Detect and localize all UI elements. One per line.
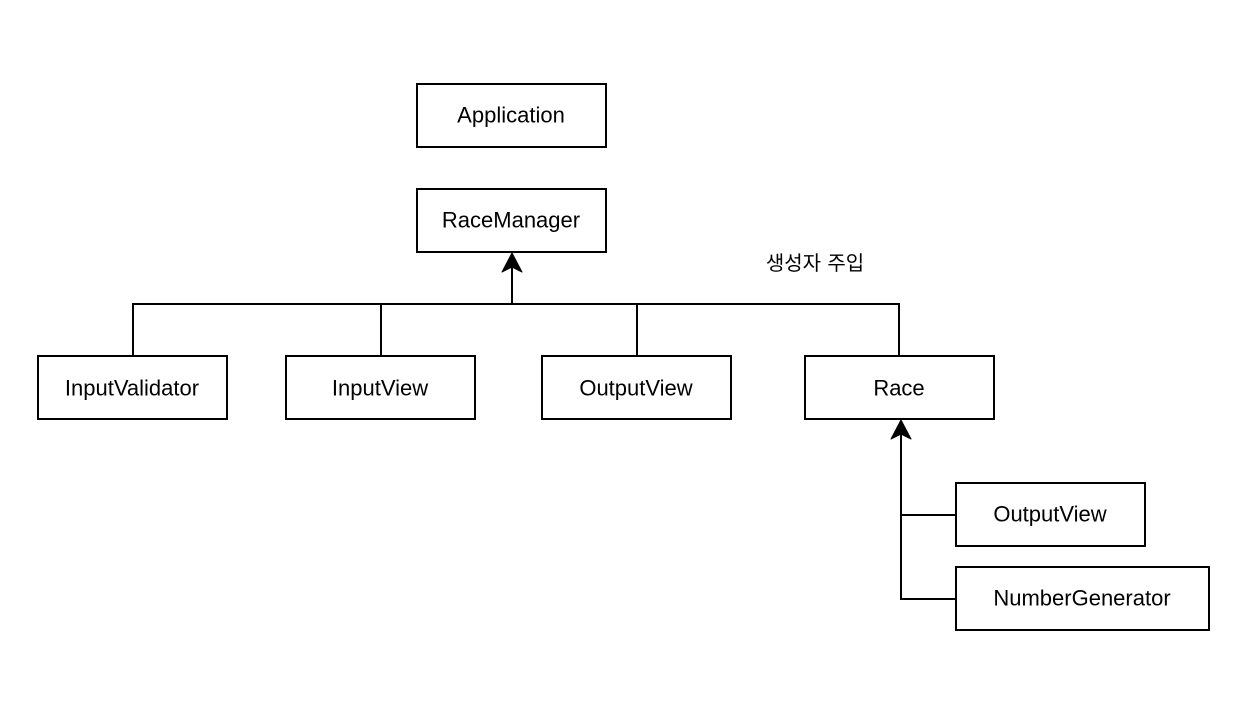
node-label: OutputView [579,376,692,401]
node-label: Application [457,103,565,128]
node-box [416,188,607,253]
edge-race-to-race-manager [512,303,900,356]
edge-input-validator-to-race-manager [132,258,513,356]
node-application[interactable]: Application [416,83,607,148]
node-box [37,355,228,420]
arrowhead-race [890,419,912,440]
node-box [804,355,995,420]
node-box [285,355,476,420]
node-box [541,355,732,420]
node-input-validator[interactable]: InputValidator [37,355,228,420]
node-number-generator[interactable]: NumberGenerator [955,566,1210,631]
edge-output-view-to-race-manager [512,303,638,356]
edge-number-generator-to-race [900,515,956,600]
node-label: InputValidator [65,376,199,401]
node-label: RaceManager [442,208,580,233]
node-race[interactable]: Race [804,355,995,420]
node-box [955,482,1146,547]
edges-to-race-manager [132,252,900,356]
node-label: InputView [332,376,428,401]
node-output-view[interactable]: OutputView [541,355,732,420]
arrowhead-race-manager [501,252,523,273]
node-box [955,566,1210,631]
node-race-manager[interactable]: RaceManager [416,188,607,253]
node-box [416,83,607,148]
node-label: Race [873,376,924,401]
node-race-output-view[interactable]: OutputView [955,482,1146,547]
node-input-view[interactable]: InputView [285,355,476,420]
edges-to-race [890,419,956,600]
edge-input-view-to-race-manager [380,303,512,356]
node-label: OutputView [993,502,1106,527]
constructor-injection-label: 생성자 주입 [766,251,864,275]
node-label: NumberGenerator [993,586,1170,611]
